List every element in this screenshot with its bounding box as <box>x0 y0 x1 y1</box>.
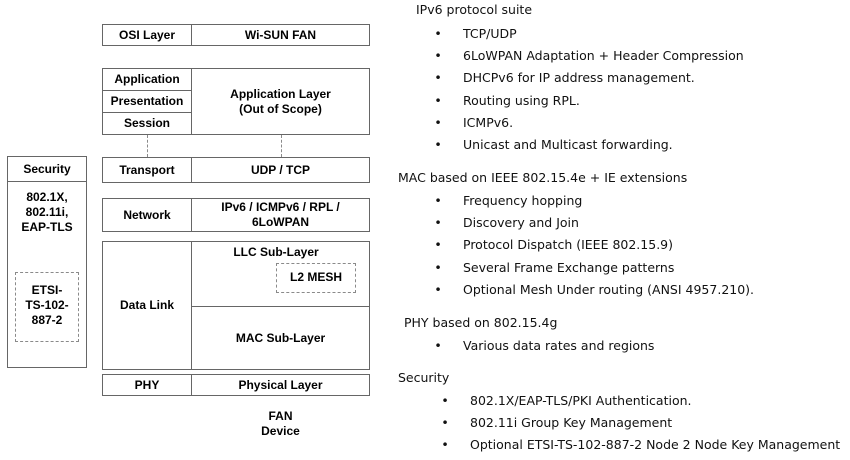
header-osi-layer: OSI Layer <box>102 24 192 46</box>
application-layer-box: Application Layer (Out of Scope) <box>191 68 370 135</box>
bullet-text: Protocol Dispatch (IEEE 802.15.9) <box>463 237 673 252</box>
bullet-icon: • <box>434 115 442 130</box>
layer-application: Application <box>102 68 192 91</box>
llc-sublayer-label: LLC Sub-Layer <box>233 245 319 259</box>
layer-network: Network <box>102 198 192 232</box>
etsi-box <box>15 272 79 342</box>
network-protocols: IPv6 / ICMPv6 / RPL / 6LoWPAN <box>191 198 370 232</box>
bullet-text: Optional ETSI-TS-102-887-2 Node 2 Node K… <box>470 437 841 452</box>
bullet-icon: • <box>441 393 449 408</box>
physical-layer-box: Physical Layer <box>191 374 370 396</box>
bullet-text: 802.11i Group Key Management <box>470 415 673 430</box>
section-heading-security: Security <box>398 370 450 385</box>
application-layer-line-1: Application Layer <box>230 86 331 101</box>
bullet-icon: • <box>434 237 442 252</box>
security-title: Security <box>23 162 71 176</box>
section-heading-mac: MAC based on IEEE 802.15.4e + IE extensi… <box>398 170 688 185</box>
dashed-connector-left <box>147 135 148 157</box>
bullet-text: Routing using RPL. <box>463 93 580 108</box>
header-wisun-fan: Wi-SUN FAN <box>191 24 370 46</box>
bullet-icon: • <box>441 437 449 452</box>
bullet-icon: • <box>434 70 442 85</box>
layer-session: Session <box>102 112 192 135</box>
bullet-text: DHCPv6 for IP address management. <box>463 70 695 85</box>
security-title-divider <box>7 181 87 182</box>
bullet-text: Unicast and Multicast forwarding. <box>463 137 673 152</box>
dashed-connector-right <box>281 135 282 157</box>
security-line-3: EAP-TLS <box>21 220 73 234</box>
bullet-icon: • <box>434 48 442 63</box>
bullet-icon: • <box>434 193 442 208</box>
bullet-icon: • <box>441 415 449 430</box>
etsi-line-1: ETSI- <box>31 283 63 297</box>
security-line-1: 802.1X, <box>26 190 68 204</box>
bullet-text: Discovery and Join <box>463 215 579 230</box>
layer-presentation: Presentation <box>102 90 192 113</box>
network-line-1: IPv6 / ICMPv6 / RPL / <box>221 200 340 214</box>
bullet-text: 6LoWPAN Adaptation + Header Compression <box>463 48 744 63</box>
fan-device-line-2: Device <box>261 424 300 438</box>
bullet-icon: • <box>434 338 442 353</box>
section-heading-phy: PHY based on 802.15.4g <box>404 315 558 330</box>
transport-udp-tcp: UDP / TCP <box>191 157 370 183</box>
bullet-icon: • <box>434 215 442 230</box>
bullet-text: Frequency hopping <box>463 193 583 208</box>
layer-data-link: Data Link <box>102 241 192 370</box>
l2-mesh-label: L2 MESH <box>289 270 342 284</box>
fan-device-line-1: FAN <box>268 409 293 423</box>
security-box <box>7 156 87 368</box>
bullet-icon: • <box>434 282 442 297</box>
application-layer-line-2: (Out of Scope) <box>239 101 322 116</box>
bullet-icon: • <box>434 26 442 41</box>
network-line-2: 6LoWPAN <box>251 215 310 229</box>
bullet-icon: • <box>434 137 442 152</box>
etsi-line-3: 887-2 <box>31 313 63 327</box>
bullet-text: Optional Mesh Under routing (ANSI 4957.2… <box>463 282 755 297</box>
bullet-text: ICMPv6. <box>463 115 514 130</box>
etsi-line-2: TS-102- <box>25 298 69 312</box>
layer-phy: PHY <box>102 374 192 396</box>
l2-mesh-box <box>276 263 356 293</box>
bullet-text: 802.1X/EAP-TLS/PKI Authentication. <box>470 393 692 408</box>
bullet-text: TCP/UDP <box>463 26 517 41</box>
section-heading-ipv6: IPv6 protocol suite <box>416 2 533 17</box>
security-line-2: 802.11i, <box>25 205 69 219</box>
mac-sublayer-box: MAC Sub-Layer <box>191 306 370 370</box>
layer-transport: Transport <box>102 157 192 183</box>
bullet-text: Several Frame Exchange patterns <box>463 260 675 275</box>
bullet-text: Various data rates and regions <box>463 338 655 353</box>
bullet-icon: • <box>434 260 442 275</box>
bullet-icon: • <box>434 93 442 108</box>
